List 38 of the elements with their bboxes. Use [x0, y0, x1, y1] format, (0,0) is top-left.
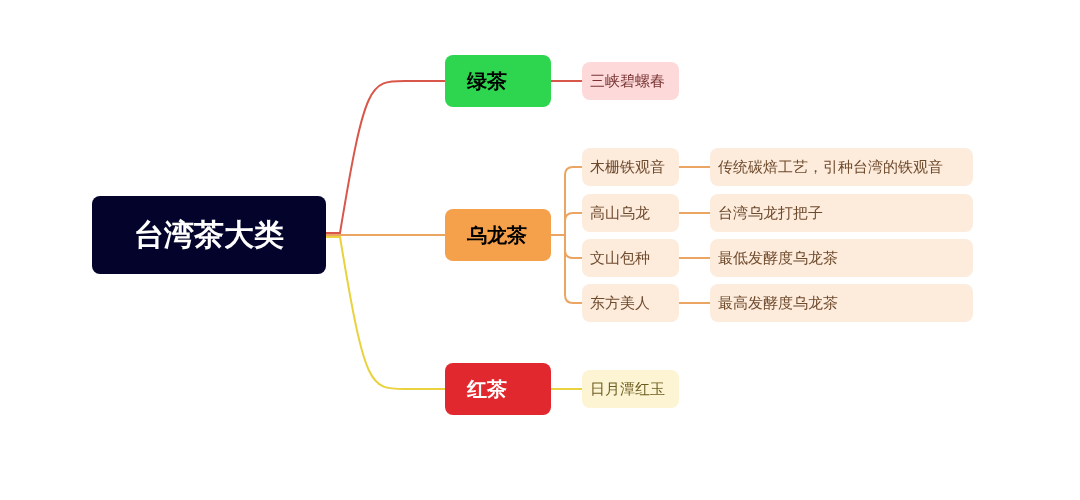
- central-topic-node: [92, 196, 326, 274]
- subtopic-node: [582, 239, 679, 277]
- subtopic-node: [582, 62, 679, 100]
- connector-line: [550, 388, 583, 390]
- main-topic-text: 红茶: [467, 376, 507, 402]
- subtopic-text: 日月潭红玉: [590, 379, 665, 399]
- main-topic-text: 绿茶: [467, 68, 507, 94]
- subtopic-node: [582, 284, 679, 322]
- detail-topic-node: [710, 194, 973, 232]
- connector-line: [678, 302, 711, 304]
- subtopic-text: 三峡碧螺春: [590, 71, 665, 91]
- subtopic-text: 木栅铁观音: [590, 157, 665, 177]
- main-topic-node: [445, 55, 551, 107]
- detail-topic-text: 台湾乌龙打把子: [718, 203, 823, 223]
- detail-topic-node: [710, 239, 973, 277]
- connector-line: [678, 166, 711, 168]
- subtopic-node: [582, 194, 679, 232]
- main-topic-node: [445, 363, 551, 415]
- subtopic-text: 文山包种: [590, 248, 650, 268]
- connector-line: [678, 257, 711, 259]
- connector-line: [678, 212, 711, 214]
- main-topic-node: [445, 209, 551, 261]
- subtopic-node: [582, 370, 679, 408]
- subtopic-text: 东方美人: [590, 293, 650, 313]
- subtopic-node: [582, 148, 679, 186]
- detail-topic-node: [710, 148, 973, 186]
- connector-line: [325, 80, 446, 234]
- detail-topic-node: [710, 284, 973, 322]
- subtopic-text: 高山乌龙: [590, 203, 650, 223]
- main-topic-text: 乌龙茶: [467, 222, 527, 248]
- connector-line: [325, 234, 446, 236]
- connector-line: [325, 236, 446, 390]
- detail-topic-text: 最高发酵度乌龙茶: [718, 293, 838, 313]
- detail-topic-text: 最低发酵度乌龙茶: [718, 248, 838, 268]
- central-topic-text: 台湾茶大类: [134, 216, 284, 254]
- detail-topic-text: 传统碳焙工艺，引种台湾的铁观音: [718, 157, 943, 177]
- connector-line: [550, 80, 583, 82]
- connector-line: [550, 166, 583, 304]
